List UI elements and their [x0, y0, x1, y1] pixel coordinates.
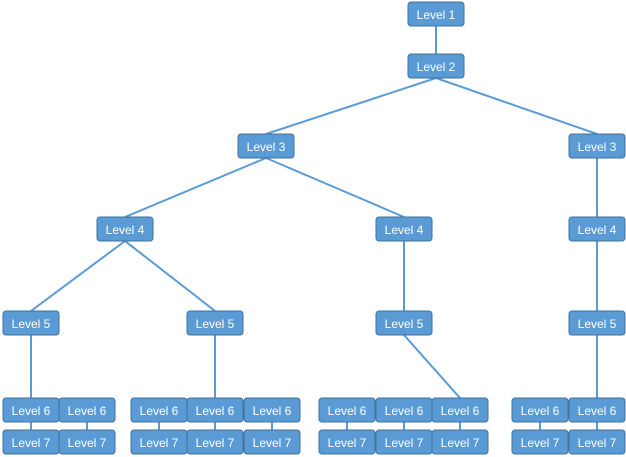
tree-node-n6j: Level 6	[568, 397, 626, 423]
tree-node-n6g: Level 6	[375, 397, 433, 423]
node-box	[186, 429, 244, 455]
tree-node-n7e: Level 7	[243, 429, 301, 455]
node-box	[96, 216, 154, 242]
node-label: Level 7	[385, 436, 424, 450]
tree-node-n4c: Level 4	[568, 216, 626, 242]
tree-node-n7d: Level 7	[186, 429, 244, 455]
tree-node-n7f: Level 7	[318, 429, 376, 455]
node-label: Level 6	[521, 404, 560, 418]
node-box	[568, 310, 626, 336]
node-label: Level 6	[68, 404, 107, 418]
connector-layer	[30, 26, 598, 430]
node-box	[318, 429, 376, 455]
tree-node-n6d: Level 6	[186, 397, 244, 423]
node-label: Level 2	[417, 60, 456, 74]
node-label: Level 1	[417, 8, 456, 22]
node-label: Level 5	[578, 317, 617, 331]
node-label: Level 6	[441, 404, 480, 418]
connector-n4a-n5b	[124, 240, 216, 312]
node-label: Level 3	[578, 140, 617, 154]
tree-node-n7i: Level 7	[511, 429, 569, 455]
node-label: Level 4	[106, 223, 145, 237]
connector-n3a-n4a	[124, 157, 267, 218]
tree-node-n5c: Level 5	[375, 310, 433, 336]
node-box	[431, 397, 489, 423]
node-label: Level 6	[578, 404, 617, 418]
node-box	[186, 397, 244, 423]
tree-node-n4a: Level 4	[96, 216, 154, 242]
node-label: Level 7	[441, 436, 480, 450]
tree-node-n6c: Level 6	[130, 397, 188, 423]
node-label: Level 7	[521, 436, 560, 450]
node-label: Level 3	[247, 140, 286, 154]
connector-n3a-n4b	[265, 157, 405, 218]
node-label: Level 4	[578, 223, 617, 237]
tree-node-n7b: Level 7	[58, 429, 116, 455]
node-label: Level 5	[12, 317, 51, 331]
tree-node-n5d: Level 5	[568, 310, 626, 336]
node-box	[511, 429, 569, 455]
node-label: Level 6	[385, 404, 424, 418]
tree-node-n7h: Level 7	[431, 429, 489, 455]
node-box	[568, 397, 626, 423]
tree-node-n6i: Level 6	[511, 397, 569, 423]
node-label: Level 5	[385, 317, 424, 331]
tree-node-n6b: Level 6	[58, 397, 116, 423]
tree-node-n6h: Level 6	[431, 397, 489, 423]
node-box	[431, 429, 489, 455]
node-label: Level 7	[328, 436, 367, 450]
node-label: Level 6	[140, 404, 179, 418]
node-label: Level 7	[196, 436, 235, 450]
tree-node-n7c: Level 7	[130, 429, 188, 455]
tree-node-n6f: Level 6	[318, 397, 376, 423]
tree-node-n5b: Level 5	[186, 310, 244, 336]
node-box	[243, 397, 301, 423]
node-label: Level 6	[253, 404, 292, 418]
tree-node-n2: Level 2	[407, 53, 465, 79]
node-box	[58, 429, 116, 455]
node-label: Level 7	[140, 436, 179, 450]
node-label: Level 4	[385, 223, 424, 237]
connector-n5c-n6h	[403, 334, 461, 399]
node-box	[375, 216, 433, 242]
tree-node-n6a: Level 6	[2, 397, 60, 423]
node-label: Level 6	[328, 404, 367, 418]
node-box	[237, 133, 295, 159]
node-box	[2, 310, 60, 336]
node-box	[186, 310, 244, 336]
node-box	[375, 310, 433, 336]
node-box	[407, 1, 465, 27]
node-label: Level 5	[196, 317, 235, 331]
node-label: Level 7	[12, 436, 51, 450]
node-label: Level 7	[68, 436, 107, 450]
node-box	[568, 216, 626, 242]
tree-node-n3a: Level 3	[237, 133, 295, 159]
node-label: Level 7	[578, 436, 617, 450]
node-box	[58, 397, 116, 423]
node-box	[568, 429, 626, 455]
node-label: Level 6	[196, 404, 235, 418]
tree-node-n7j: Level 7	[568, 429, 626, 455]
tree-node-n6e: Level 6	[243, 397, 301, 423]
node-label: Level 6	[12, 404, 51, 418]
node-label: Level 7	[253, 436, 292, 450]
tree-node-n7g: Level 7	[375, 429, 433, 455]
tree-node-n4b: Level 4	[375, 216, 433, 242]
connector-n2-n3b	[435, 77, 598, 135]
node-box	[318, 397, 376, 423]
connector-n2-n3a	[265, 77, 437, 135]
tree-node-n3b: Level 3	[568, 133, 626, 159]
node-box	[243, 429, 301, 455]
tree-node-n5a: Level 5	[2, 310, 60, 336]
connector-n4a-n5a	[30, 240, 126, 312]
tree-node-n1: Level 1	[407, 1, 465, 27]
node-box	[511, 397, 569, 423]
tree-node-n7a: Level 7	[2, 429, 60, 455]
node-box	[407, 53, 465, 79]
node-box	[568, 133, 626, 159]
